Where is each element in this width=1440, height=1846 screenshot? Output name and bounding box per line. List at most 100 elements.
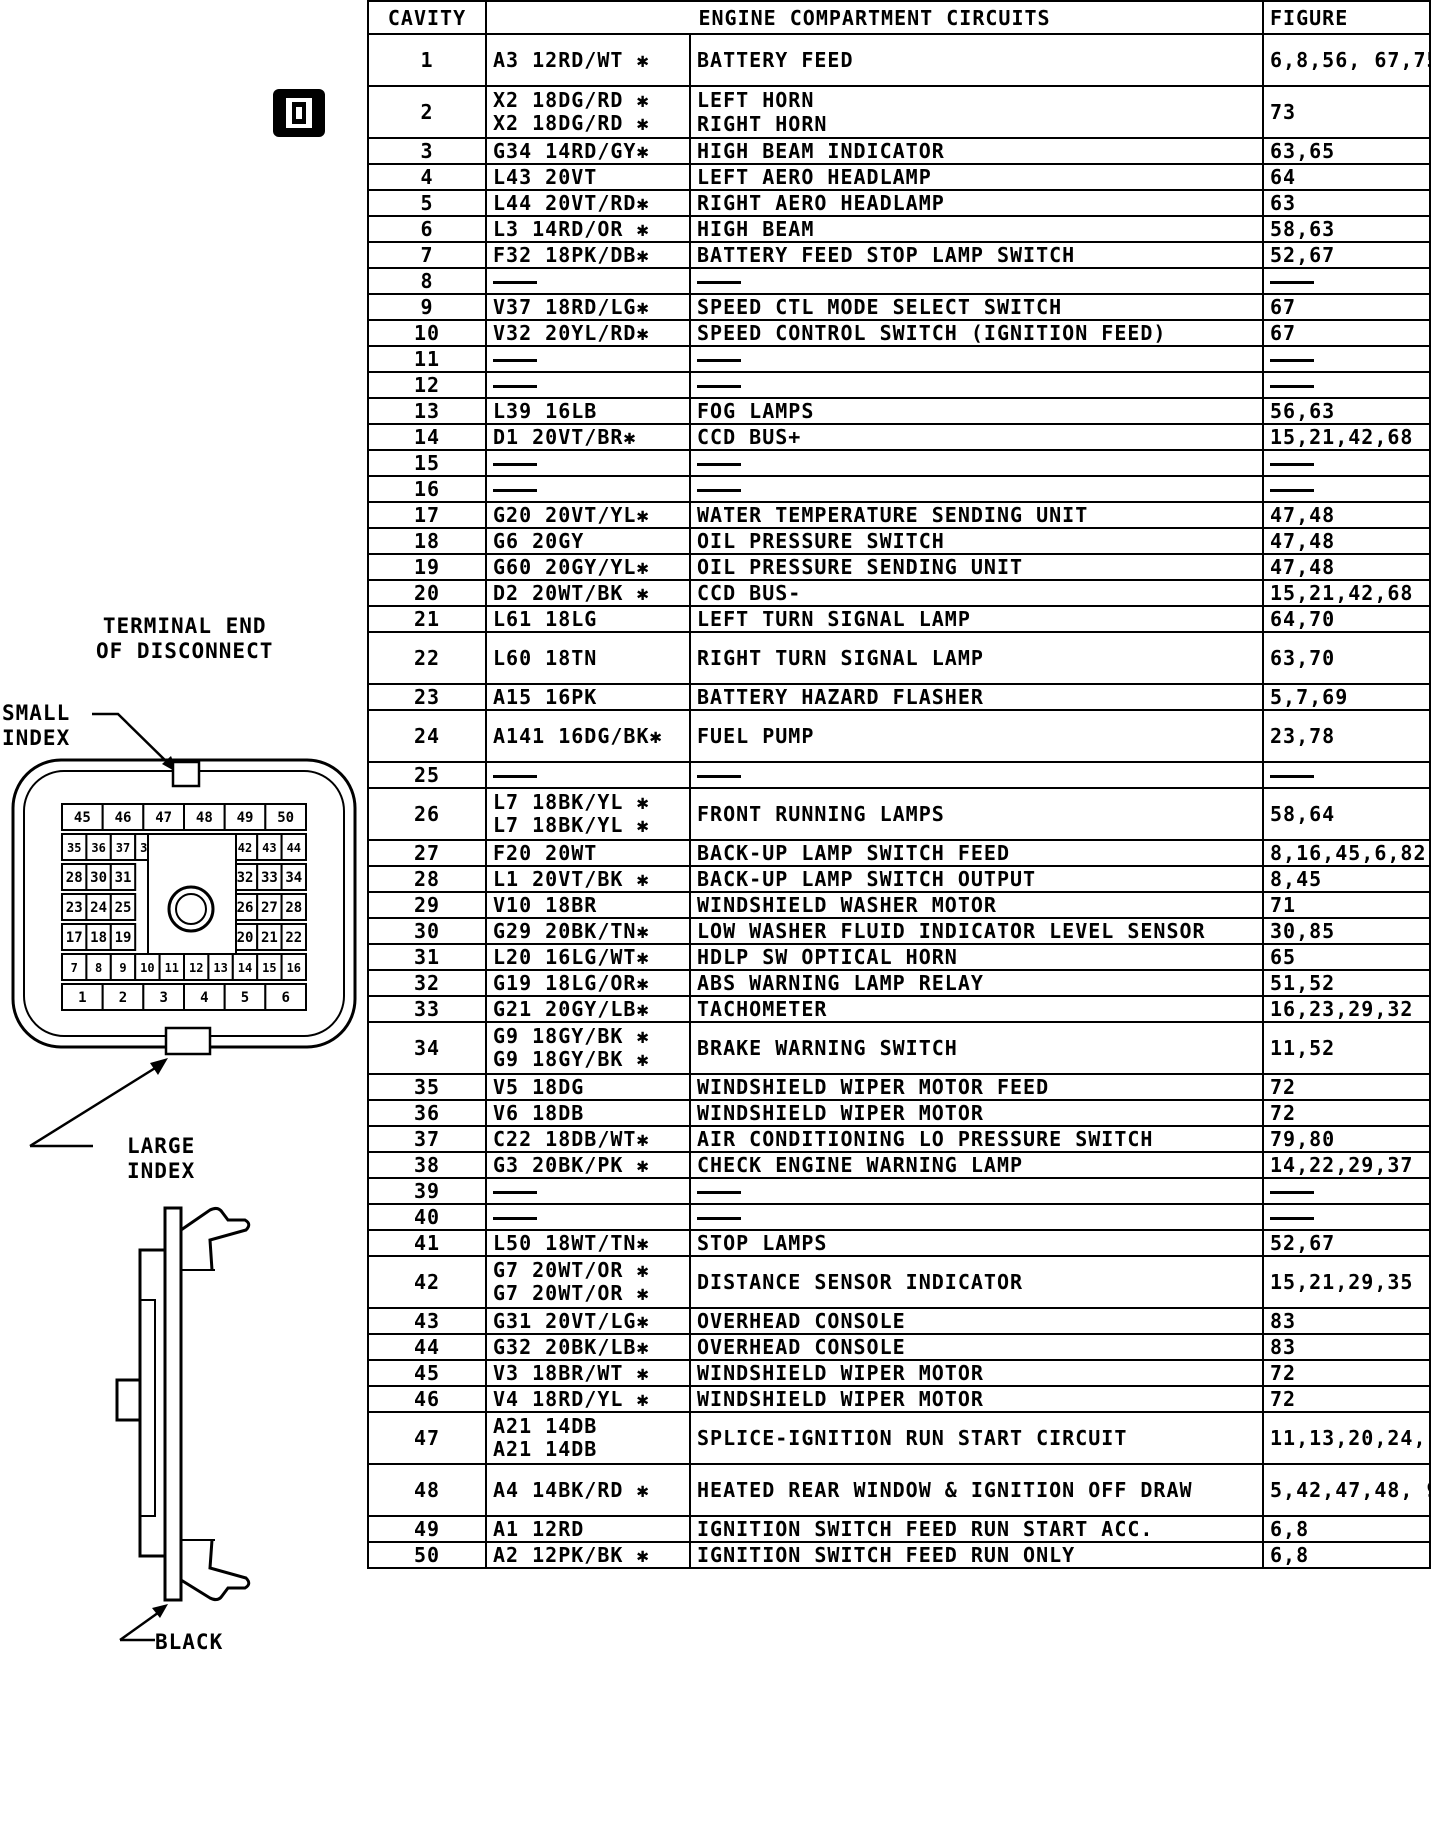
cavity-cell: 23 — [367, 683, 487, 711]
figure-cell: 83 — [1262, 1333, 1432, 1361]
cavity-number: 16 — [413, 477, 441, 501]
cavity-number: 34 — [413, 1036, 441, 1060]
cavity-number: 42 — [413, 1270, 441, 1294]
description-cell: CCD BUS+ — [688, 423, 1265, 451]
cavity-cell: 22 — [367, 631, 487, 685]
cavity-cell: 30 — [367, 917, 487, 945]
cavity-number: 50 — [413, 1543, 441, 1567]
cavity-cell: 38 — [367, 1151, 487, 1179]
cavity-cell: 11 — [367, 345, 487, 373]
figure-ref: 79,80 — [1270, 1127, 1336, 1151]
wire-cell: A2 12PK/BK ✱ — [485, 1541, 691, 1569]
wire-code: A21 14DB — [493, 1414, 598, 1438]
description-cell — [688, 345, 1265, 373]
wire-cell — [485, 1177, 691, 1205]
cavity-box-label: 35 — [67, 841, 81, 855]
cavity-number: 9 — [420, 295, 434, 319]
figure-header: FIGURE — [1262, 0, 1432, 35]
cavity-number: 49 — [413, 1517, 441, 1541]
wire-cell: G9 18GY/BK ✱G9 18GY/BK ✱ — [485, 1021, 691, 1075]
figure-cell: 52,67 — [1262, 241, 1432, 269]
circuit-description: CCD BUS- — [697, 581, 802, 605]
wire-code: G19 18LG/OR✱ — [493, 970, 650, 995]
cavity-cell: 46 — [367, 1385, 487, 1413]
circuit-description: HDLP SW OPTICAL HORN — [697, 945, 958, 969]
cavity-cell: 42 — [367, 1255, 487, 1309]
cavity-number: 18 — [413, 529, 441, 553]
center-post-icon — [167, 885, 215, 933]
wire-code — [493, 764, 683, 786]
wire-cell: V37 18RD/LG✱ — [485, 293, 691, 321]
wire-code — [493, 374, 683, 396]
figure-ref: 56,63 — [1270, 399, 1336, 423]
circuit-description: BATTERY FEED STOP LAMP SWITCH — [697, 243, 1076, 267]
cavity-cell: 36 — [367, 1099, 487, 1127]
cavity-box — [158, 953, 186, 981]
figure-cell: 51,52 — [1262, 969, 1432, 997]
description-cell: HIGH BEAM — [688, 215, 1265, 243]
cavity-cell: 14 — [367, 423, 487, 451]
circuit-description: RIGHT AERO HEADLAMP — [697, 191, 945, 215]
cavity-box — [109, 893, 137, 921]
connector-face-diagram: 4546474849503536373839404142434428303132… — [11, 712, 357, 1148]
cavity-box-label: 16 — [287, 961, 301, 975]
cavity-cell: 18 — [367, 527, 487, 555]
circuit-description: LEFT HORN RIGHT HORN — [697, 88, 828, 136]
figure-ref: 63,70 — [1270, 646, 1336, 670]
cavity-cell: 26 — [367, 787, 487, 841]
wire-cell: L61 18LG — [485, 605, 691, 633]
cavity-box — [264, 803, 308, 831]
description-cell: ABS WARNING LAMP RELAY — [688, 969, 1265, 997]
cavity-number: 12 — [413, 373, 441, 397]
circuit-description: OIL PRESSURE SWITCH — [697, 529, 945, 553]
wire-code: G34 14RD/GY✱ — [493, 138, 650, 163]
cavity-box-label: 36 — [91, 841, 105, 855]
figure-ref — [1270, 1180, 1315, 1202]
wire-cell: G6 20GY — [485, 527, 691, 555]
figure-ref: 51,52 — [1270, 971, 1336, 995]
cavity-number: 24 — [413, 724, 441, 748]
figure-ref: 52,67 — [1270, 243, 1336, 267]
cavity-cell: 17 — [367, 501, 487, 529]
figure-ref: 71 — [1270, 893, 1297, 917]
wire-code: V4 18RD/YL ✱ — [493, 1386, 650, 1411]
figure-ref: 72 — [1270, 1101, 1297, 1125]
cavity-cell: 20 — [367, 579, 487, 607]
circuit-description: CHECK ENGINE WARNING LAMP — [697, 1153, 1024, 1177]
cavity-box — [61, 983, 104, 1011]
wire-cell: L1 20VT/BK ✱ — [485, 865, 691, 893]
cavity-box — [61, 833, 88, 861]
figure-ref: 14,22,29,37 — [1270, 1153, 1414, 1177]
center-post-icon — [175, 893, 207, 925]
cavity-box — [256, 833, 283, 861]
description-cell: DISTANCE SENSOR INDICATOR — [688, 1255, 1265, 1309]
wire-code: G7 20WT/OR ✱ — [493, 1281, 650, 1305]
wire-cell: C22 18DB/WT✱ — [485, 1125, 691, 1153]
figure-cell: 63,70 — [1262, 631, 1432, 685]
wire-cell: F20 20WT — [485, 839, 691, 867]
circuit-description: IGNITION SWITCH FEED RUN ONLY — [697, 1543, 1076, 1567]
cavity-number: 6 — [420, 217, 434, 241]
cavity-box-label: 8 — [95, 961, 102, 975]
circuit-description: OVERHEAD CONSOLE — [697, 1309, 906, 1333]
wire-cell: L60 18TN — [485, 631, 691, 685]
figure-ref: 8,45 — [1270, 867, 1323, 891]
wire-code: G32 20BK/LB✱ — [493, 1334, 650, 1359]
cavity-box-label: 45 — [74, 810, 91, 826]
wire-code: C22 18DB/WT✱ — [493, 1126, 650, 1151]
figure-cell — [1262, 267, 1432, 295]
description-cell: WATER TEMPERATURE SENDING UNIT — [688, 501, 1265, 529]
connector-symbol-icon — [273, 89, 325, 137]
figure-cell: 56,63 — [1262, 397, 1432, 425]
cavity-cell: 39 — [367, 1177, 487, 1205]
